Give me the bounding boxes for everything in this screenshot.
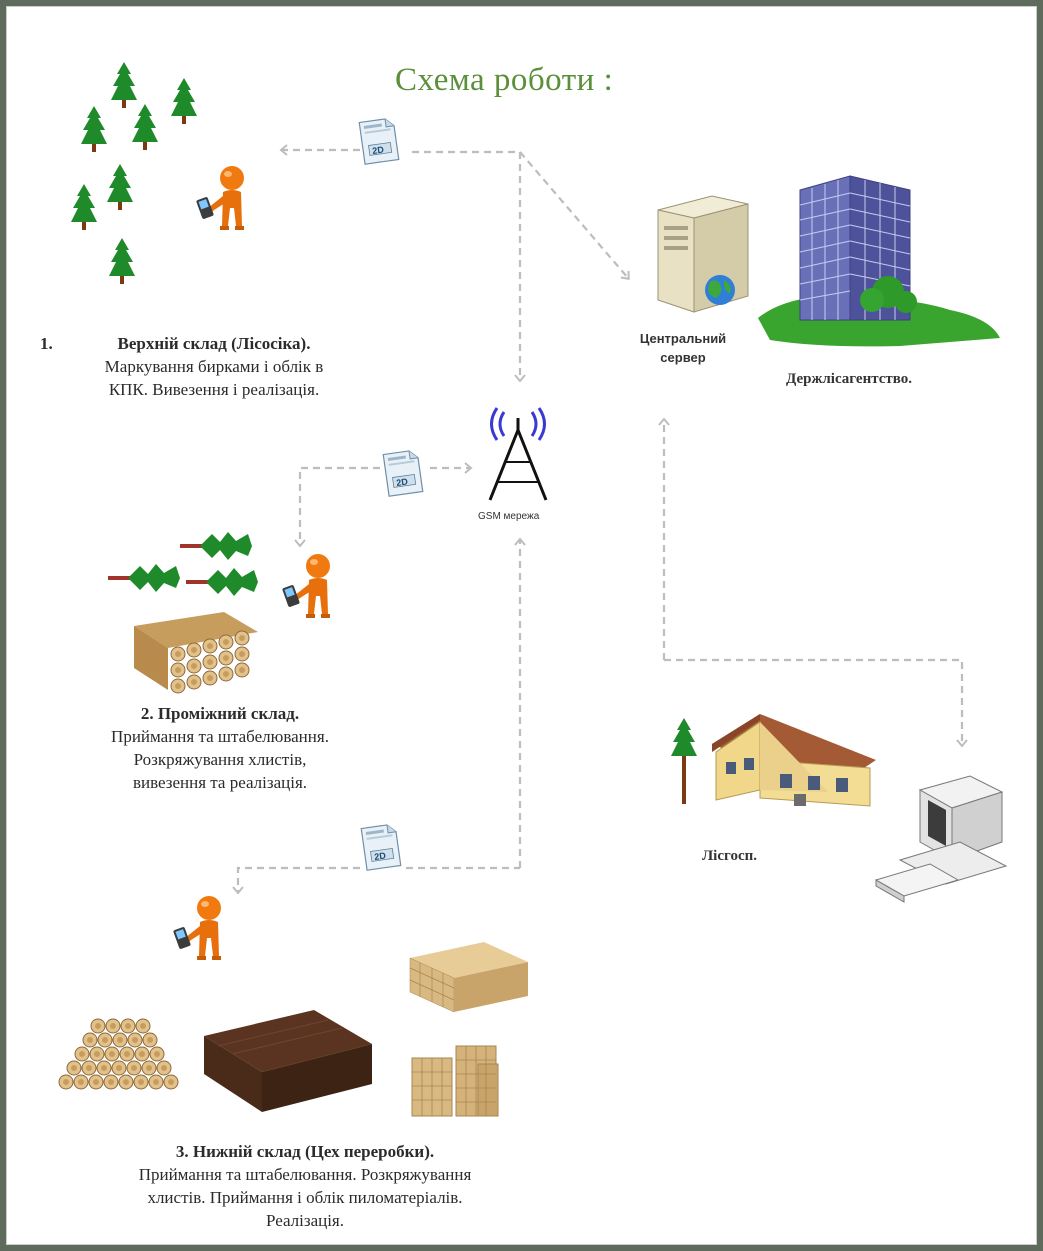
forestry-label: Лісгосп. bbox=[702, 848, 757, 864]
tree-icon bbox=[111, 62, 137, 108]
agency-label: Держлісагентство. bbox=[786, 371, 913, 387]
svg-text:2D: 2D bbox=[374, 850, 387, 862]
document-2d-icon: 2D bbox=[360, 823, 402, 871]
connector-lines bbox=[232, 144, 968, 895]
globe-icon bbox=[705, 275, 735, 305]
stage2-heading: 2. Проміжний склад. bbox=[140, 704, 300, 723]
diagram-title: Схема роботи : bbox=[395, 62, 614, 98]
svg-text:2D: 2D bbox=[372, 144, 385, 156]
stage1-line2: КПК. Вивезення і реалізація. bbox=[108, 380, 320, 399]
document-2d-icon: 2D bbox=[382, 449, 424, 497]
log-pile-icon bbox=[134, 612, 258, 694]
stage1-line1: Маркування бирками і облік в bbox=[104, 357, 324, 376]
server-label-line2: сервер bbox=[660, 350, 706, 365]
document-2d-icon: 2D bbox=[358, 117, 400, 165]
stage1-caption: 1. Верхній склад (Лісосіка). Маркування … bbox=[28, 332, 400, 401]
gsm-tower-icon bbox=[488, 407, 548, 501]
tree-icon bbox=[81, 106, 107, 152]
person-pda-icon bbox=[281, 554, 330, 618]
forest-trees bbox=[71, 62, 197, 284]
tree-icon bbox=[171, 78, 197, 124]
server-label: Центральний сервер bbox=[628, 329, 738, 367]
stage3-heading: 3. Нижній склад (Цех переробки). bbox=[175, 1142, 435, 1161]
tree-icon bbox=[671, 718, 697, 764]
gsm-network-label: GSM мережа bbox=[478, 511, 540, 522]
house-icon bbox=[671, 714, 876, 807]
stage1-number: 1. bbox=[40, 334, 53, 353]
stage2-line3: вивезення та реалізація. bbox=[132, 773, 308, 792]
tree-icon bbox=[132, 104, 158, 150]
lumber-stack-icon bbox=[411, 1045, 499, 1117]
stage3-line3: Реалізація. bbox=[265, 1211, 345, 1230]
stage3-caption: 3. Нижній склад (Цех переробки). Прийман… bbox=[40, 1140, 570, 1232]
server-icon bbox=[657, 195, 749, 313]
person-pda-icon bbox=[195, 166, 244, 230]
svg-text:2D: 2D bbox=[396, 476, 409, 488]
stage2-line1: Приймання та штабелювання. bbox=[111, 727, 329, 746]
stage2-caption: 2. Проміжний склад. Приймання та штабелю… bbox=[40, 702, 400, 794]
tree-icon bbox=[71, 184, 97, 230]
felled-trees bbox=[106, 530, 260, 598]
server-label-line1: Центральний bbox=[639, 331, 727, 346]
person-pda-icon bbox=[172, 896, 221, 960]
stage1-heading: Верхній склад (Лісосіка). bbox=[117, 334, 311, 353]
office-building-icon bbox=[758, 175, 1000, 347]
desktop-computer-icon bbox=[874, 775, 1008, 903]
stage3-line1: Приймання та штабелювання. Розкряжування bbox=[138, 1165, 472, 1184]
log-pile-icon bbox=[58, 1018, 179, 1090]
stage2-line2: Розкряжування хлистів, bbox=[133, 750, 307, 769]
tree-icon bbox=[109, 238, 135, 284]
lumber-stack-icon bbox=[204, 1010, 372, 1112]
lumber-stack-icon bbox=[409, 942, 528, 1013]
stage3-line2: хлистів. Приймання і облік пиломатеріалі… bbox=[147, 1188, 463, 1207]
tree-icon bbox=[107, 164, 133, 210]
